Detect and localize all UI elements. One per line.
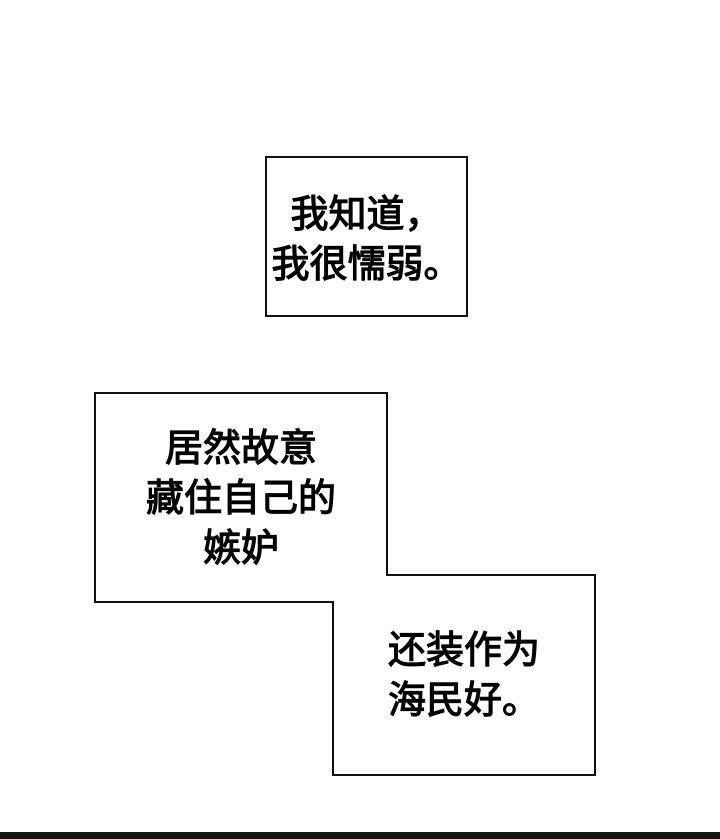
speech-bubble-3: 还装作为 海民好。 xyxy=(333,575,595,775)
speech-bubble-2: 居然故意 藏住自己的 嫉妒 xyxy=(95,393,387,602)
speech-line: 我很懦弱。 xyxy=(271,241,462,286)
speech-line: 海民好。 xyxy=(387,678,540,722)
speech-line: 还装作为 xyxy=(387,628,540,672)
speech-line: 我知道， xyxy=(290,191,443,236)
speech-line: 嫉妒 xyxy=(202,525,279,570)
merged-speech-bubbles-outline xyxy=(94,392,596,776)
speech-bubble-1: 我知道， 我很懦弱。 xyxy=(265,160,468,317)
speech-line: 藏住自己的 xyxy=(145,475,336,520)
speech-line: 居然故意 xyxy=(164,425,317,470)
speech-bubble-1-outline xyxy=(265,156,468,317)
bottom-panel-bar xyxy=(0,832,720,839)
